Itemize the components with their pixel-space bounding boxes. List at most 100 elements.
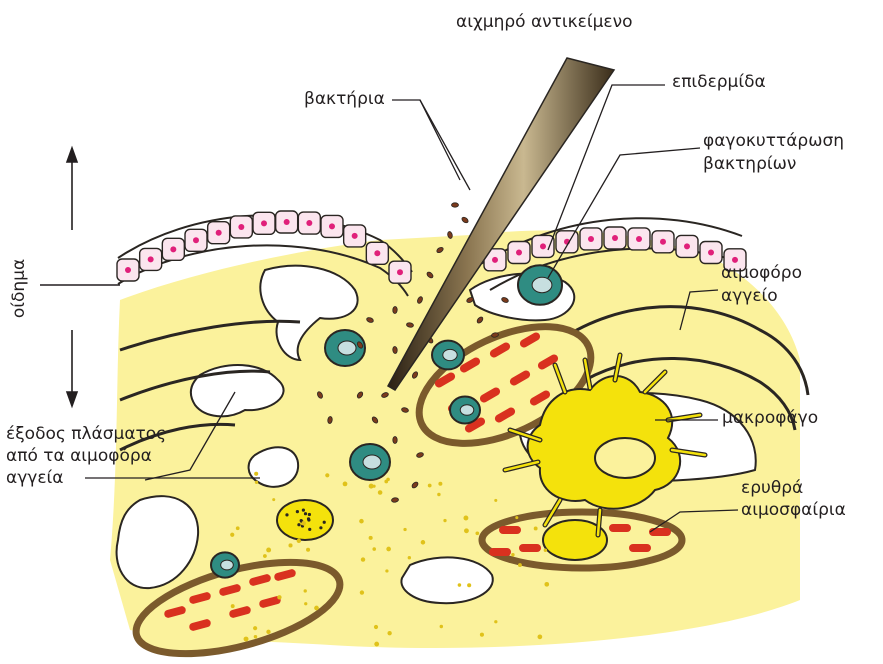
skin-cell-nucleus <box>352 233 358 239</box>
plasma-dot <box>440 625 443 628</box>
skin-cell-nucleus <box>516 250 522 256</box>
red-blood-cell <box>609 524 631 532</box>
plasma-dot <box>494 620 497 623</box>
plasma-dot <box>475 531 479 535</box>
skin-cell-nucleus <box>148 256 154 262</box>
phagocyte-vacuole <box>443 349 457 360</box>
plasma-dot <box>443 519 446 522</box>
plasma-dot <box>403 528 406 531</box>
skin-cell-nucleus <box>284 219 290 225</box>
label-blood-vessel-1: αιμοφόρο <box>721 263 802 284</box>
plasma-dot <box>343 482 348 487</box>
plasma-dot <box>480 633 484 637</box>
skin-cell-nucleus <box>238 224 244 230</box>
plasma-dot <box>458 583 462 587</box>
plasma-dot <box>437 493 440 496</box>
plasma-dot <box>301 521 306 526</box>
plasma-dot <box>378 490 383 495</box>
skin-cell-nucleus <box>374 250 380 256</box>
plasma-dot <box>384 480 388 484</box>
plasma-dot <box>231 604 235 608</box>
plasma-dot <box>438 482 442 486</box>
yellow-granular-cell <box>277 500 333 540</box>
granule <box>307 517 310 520</box>
plasma-dot <box>304 602 307 605</box>
label-edema: οίδημα <box>9 259 30 318</box>
plasma-dot <box>230 533 234 537</box>
plasma-dot <box>372 547 376 551</box>
label-plasma-exit-3: αγγεία <box>6 468 63 489</box>
granule <box>304 512 307 515</box>
label-bacteria: βακτήρια <box>304 89 385 110</box>
plasma-dot <box>263 554 267 558</box>
label-plasma-exit-1: έξοδος πλάσματος <box>6 424 166 445</box>
skin-cell-nucleus <box>660 239 666 245</box>
label-rbc-1: ερυθρά <box>741 478 803 499</box>
phagocyte-vacuole <box>338 341 356 355</box>
plasma-dot <box>314 606 319 611</box>
granule <box>308 513 311 516</box>
plasma-dot <box>266 548 271 553</box>
plasma-dot <box>304 589 307 592</box>
phagocyte-vacuole <box>532 277 552 292</box>
plasma-dot <box>277 595 281 599</box>
plasma-dot <box>544 548 547 551</box>
plasma-dot <box>385 569 388 572</box>
plasma-dot <box>428 484 432 488</box>
label-sharp-object: αιχμηρό αντικείμενο <box>456 12 633 33</box>
plasma-dot <box>369 536 373 540</box>
label-phagocytosis-1: φαγοκυττάρωση <box>703 131 844 152</box>
granule <box>285 513 288 516</box>
edema-arrow <box>40 148 120 406</box>
phagocyte-vacuole <box>363 455 381 469</box>
plasma-dot <box>494 499 497 502</box>
granule <box>297 523 300 526</box>
plasma-dot <box>306 548 310 552</box>
plasma-dot <box>518 563 522 567</box>
skin-cell-nucleus <box>684 243 690 249</box>
plasma-dot <box>369 484 374 489</box>
granule <box>302 509 305 512</box>
skin-cell-nucleus <box>492 257 498 263</box>
plasma-dot <box>515 516 518 519</box>
plasma-dot <box>463 516 468 521</box>
plasma-dot <box>325 473 329 477</box>
plasma-dot <box>255 481 258 484</box>
skin-cell-nucleus <box>636 236 642 242</box>
plasma-dot <box>511 553 514 556</box>
skin-cell-nucleus <box>306 220 312 226</box>
bacterium <box>461 216 469 224</box>
plasma-dot <box>374 625 378 629</box>
plasma-dot <box>359 519 364 524</box>
plasma-dot <box>236 526 240 530</box>
label-plasma-exit-2: από τα αιμοφόρα <box>6 446 152 467</box>
red-blood-cell <box>629 544 651 552</box>
granule <box>323 521 326 524</box>
plasma-dot <box>297 539 301 543</box>
plasma-dot <box>244 637 249 642</box>
skin-cell-nucleus <box>540 243 546 249</box>
red-blood-cell <box>649 528 671 536</box>
plasma-dot <box>361 557 365 561</box>
plasma-dot <box>408 556 411 559</box>
skin-cell-nucleus <box>612 235 618 241</box>
skin-cell-nucleus <box>732 257 738 263</box>
red-blood-cell <box>519 544 541 552</box>
plasma-dot <box>288 543 292 547</box>
granule <box>296 510 299 513</box>
skin-cell-nucleus <box>216 230 222 236</box>
bacterium <box>392 346 397 353</box>
bacterium <box>393 436 398 443</box>
phagocyte-vacuole <box>221 560 234 570</box>
skin-cell-nucleus <box>708 250 714 256</box>
label-phagocytosis-2: βακτηρίων <box>703 154 796 175</box>
rbc-vessel-lower-right <box>482 512 682 568</box>
bacterium <box>452 203 459 207</box>
plasma-dot <box>544 582 549 587</box>
label-epidermis: επιδερμίδα <box>672 72 766 93</box>
skin-cell-nucleus <box>397 269 403 275</box>
granule <box>308 528 311 531</box>
plasma-dot <box>254 635 257 638</box>
label-macrophage: μακροφάγο <box>722 408 818 429</box>
